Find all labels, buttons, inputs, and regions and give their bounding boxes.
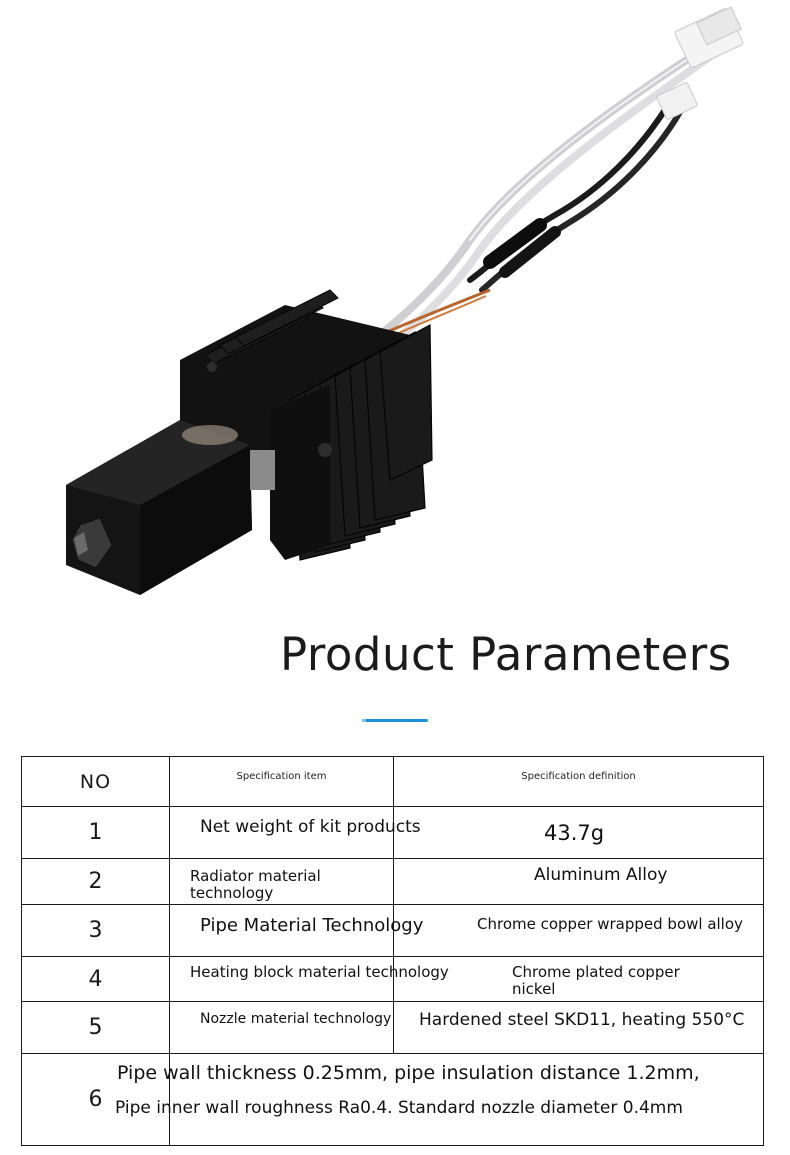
row-definition: 43.7g bbox=[393, 806, 764, 859]
row-item: Heating block material technology bbox=[169, 956, 449, 1002]
row-definition: Chrome plated copper nickel bbox=[393, 956, 764, 1002]
title-underline bbox=[362, 719, 428, 722]
small-connector bbox=[656, 82, 698, 120]
table-row: 3 Pipe Material Technology Chrome copper… bbox=[21, 904, 764, 957]
row-item: Nozzle material technology bbox=[169, 1001, 394, 1054]
hotend-product-photo bbox=[66, 6, 744, 595]
row-no: 3 bbox=[21, 904, 170, 957]
table-header-row: NO Specification item Specification defi… bbox=[21, 756, 764, 807]
table-row: 4 Heating block material technology Chro… bbox=[21, 956, 764, 1002]
row-no: 6 bbox=[21, 1053, 170, 1146]
row-definition: Hardened steel SKD11, heating 550°C bbox=[393, 1001, 764, 1054]
row-item: Net weight of kit products bbox=[169, 806, 421, 859]
row-definition: Aluminum Alloy bbox=[393, 858, 764, 905]
header-definition: Specification definition bbox=[393, 756, 764, 807]
heater-block bbox=[66, 420, 275, 595]
row-no: 4 bbox=[21, 956, 170, 1002]
row-item: Pipe Material Technology bbox=[169, 904, 423, 957]
table-row: 2 Radiator material technology Aluminum … bbox=[21, 858, 764, 905]
header-no: NO bbox=[21, 756, 170, 807]
row-definition: Chrome copper wrapped bowl alloy bbox=[393, 904, 764, 957]
parameters-table: NO Specification item Specification defi… bbox=[21, 756, 764, 1146]
row-no: 2 bbox=[21, 858, 170, 905]
row-description: Pipe wall thickness 0.25mm, pipe insulat… bbox=[115, 1053, 764, 1146]
row-no: 5 bbox=[21, 1001, 170, 1054]
white-connector bbox=[674, 6, 744, 68]
table-row: 1 Net weight of kit products 43.7g bbox=[21, 806, 764, 859]
header-item: Specification item bbox=[169, 756, 394, 807]
row-no: 1 bbox=[21, 806, 170, 859]
table-row: 6 Pipe wall thickness 0.25mm, pipe insul… bbox=[21, 1053, 764, 1146]
nozzle bbox=[71, 517, 113, 569]
black-cable bbox=[467, 102, 683, 293]
table-row: 5 Nozzle material technology Hardened st… bbox=[21, 1001, 764, 1054]
heatsink bbox=[180, 289, 433, 561]
title-underline-dot bbox=[362, 719, 366, 722]
row-item: Radiator material technology bbox=[169, 858, 394, 905]
page-title: Product Parameters bbox=[280, 628, 732, 681]
